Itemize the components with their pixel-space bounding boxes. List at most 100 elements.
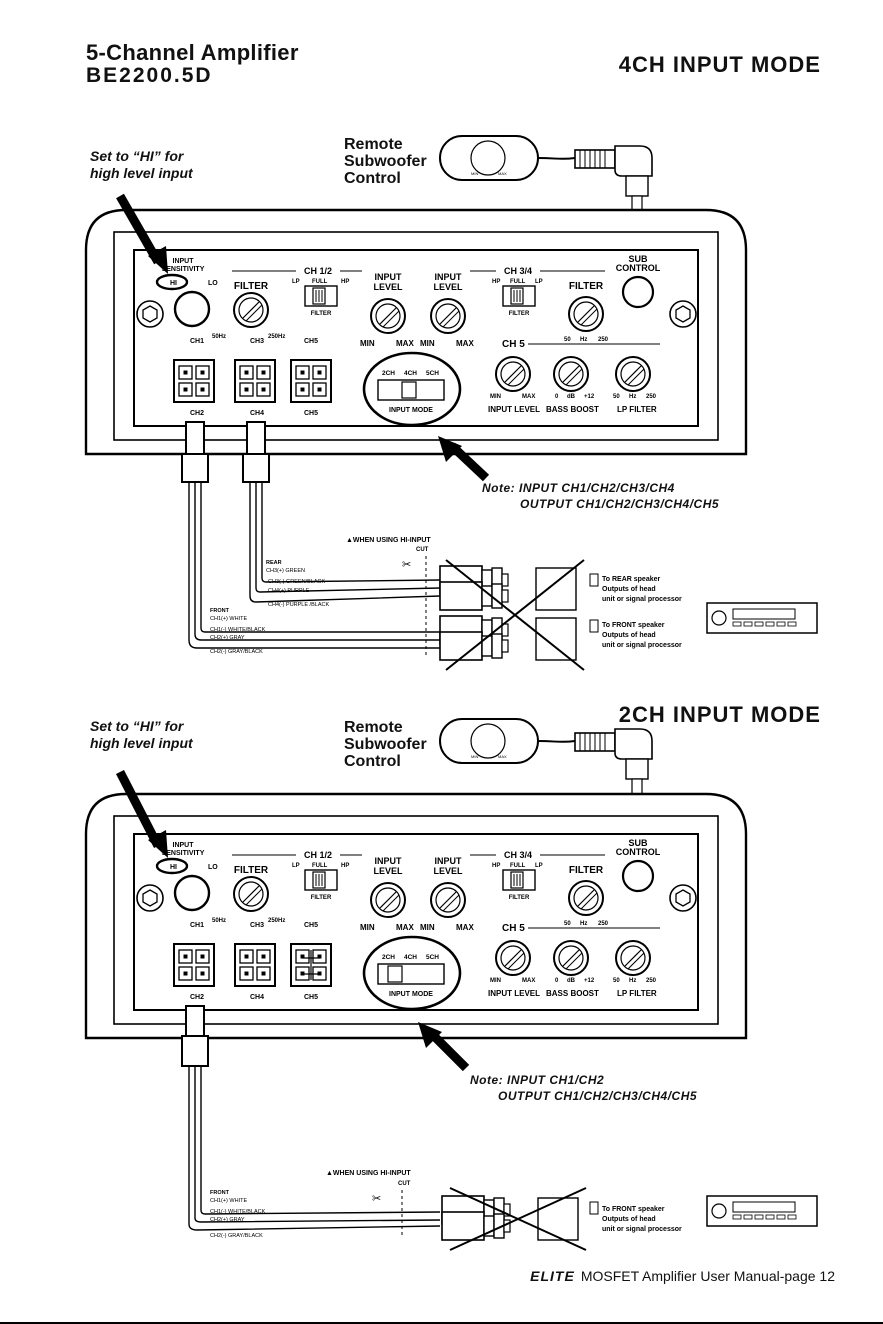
remote-control-2ch: MIN MAX: [439, 718, 653, 834]
remote-max-label: MAX: [498, 754, 507, 759]
hz250-label: 250Hz: [268, 334, 285, 340]
sub-control-label: SUB: [628, 838, 648, 848]
hz-row-label: Hz: [629, 978, 636, 984]
hz-row-label: 250: [598, 337, 609, 343]
hz50-label: 50Hz: [212, 918, 226, 924]
output-line: Outputs of head: [602, 632, 656, 639]
wire-label: CH2(+) GRAY: [210, 1217, 245, 1223]
ch34-label: CH 3/4: [504, 266, 532, 276]
hz-row-label: 250: [646, 978, 657, 984]
hz-row-label: Hz: [580, 337, 587, 343]
filter-label: FILTER: [569, 865, 604, 876]
remote-min-label: MIN: [471, 171, 478, 176]
section-2ch-diagram: MIN MAX INPUT SENSITIVITY HI LO FILTER 5…: [84, 718, 818, 1251]
output-line: unit or signal processor: [602, 642, 682, 649]
channel-label: CH5: [304, 338, 318, 345]
channel-label: CH4: [250, 410, 264, 417]
output-line: unit or signal processor: [602, 596, 682, 603]
mode-switch-option: 4CH: [404, 954, 417, 961]
hp-label: HP: [492, 863, 500, 869]
output-line: To REAR speaker: [602, 576, 660, 583]
mode-title-2ch: 2CH INPUT MODE: [618, 702, 821, 727]
channel-label: CH1: [190, 338, 204, 345]
input-level-label: INPUT: [435, 272, 463, 282]
wire-label: FRONT: [210, 608, 230, 614]
wire-label: REAR: [266, 560, 282, 566]
remote-label-line: Subwoofer: [344, 736, 427, 753]
input-level-label: INPUT: [375, 856, 403, 866]
scissors-icon: ✂: [372, 1193, 381, 1205]
ch34-label: CH 3/4: [504, 850, 532, 860]
callout-hi-4ch: Set to “HI” for high level input: [90, 148, 193, 182]
min-label: MIN: [490, 978, 501, 984]
output-line: To FRONT speaker: [602, 622, 665, 629]
bottom-label: LP FILTER: [617, 989, 657, 998]
mode-switch-highlight: [362, 351, 462, 427]
hz-row-label: Hz: [580, 921, 587, 927]
mode-title-4ch: 4CH INPUT MODE: [618, 52, 821, 77]
sensitivity-knob: [173, 874, 211, 912]
db-row-label: dB: [567, 394, 576, 400]
hi-label: HI: [170, 864, 177, 871]
full-label: FULL: [312, 279, 328, 285]
bottom-label: LP FILTER: [617, 405, 657, 414]
input-sensitivity-label: SENSITIVITY: [162, 266, 205, 273]
mode-switch-highlight: [362, 935, 462, 1011]
channel-label: CH5: [304, 994, 318, 1001]
hz-row-label: 50: [564, 337, 571, 343]
cut-label: CUT: [398, 1181, 411, 1187]
min-label: MIN: [420, 923, 435, 932]
output-label-rear: To REAR speaker Outputs of head unit or …: [602, 576, 682, 603]
wire-label: CH1(+) WHITE: [210, 616, 247, 622]
bottom-label: BASS BOOST: [546, 405, 599, 414]
mode-switch-option: 2CH: [382, 370, 395, 377]
channel-label: CH2: [190, 410, 204, 417]
input-level-label: INPUT: [375, 272, 403, 282]
lo-label: LO: [208, 864, 218, 871]
full-label: FULL: [312, 863, 328, 869]
filter-small-label: FILTER: [311, 311, 332, 317]
hp-label: HP: [492, 279, 500, 285]
note-4ch: Note: INPUT CH1/CH2/CH3/CH4 OUTPUT CH1/C…: [482, 480, 719, 512]
wire-label: FRONT: [210, 1190, 230, 1196]
output-label-front: To FRONT speaker Outputs of head unit or…: [602, 622, 682, 649]
cut-label: CUT: [416, 547, 429, 553]
section-4ch-diagram: MIN MAX INPUT SENSITIVITY HI LO FILTER: [84, 135, 818, 671]
max-label: MAX: [396, 923, 414, 932]
head-unit-icon: [706, 1195, 818, 1227]
hi-input-label: ▲WHEN USING HI-INPUT: [346, 537, 431, 544]
ch12-label: CH 1/2: [304, 266, 332, 276]
input-sensitivity-label: SENSITIVITY: [162, 850, 205, 857]
input-sensitivity-label: INPUT: [173, 842, 195, 849]
channel-label: CH5: [304, 922, 318, 929]
mode-switch-option: 5CH: [426, 370, 439, 377]
sub-control-label: CONTROL: [616, 847, 661, 857]
ch5-label: CH 5: [502, 339, 525, 350]
max-label: MAX: [456, 339, 474, 348]
input-level-label: LEVEL: [373, 282, 403, 292]
min-label: MIN: [360, 339, 375, 348]
lp-label: LP: [535, 863, 543, 869]
channel-label: CH3: [250, 338, 264, 345]
bottom-label: BASS BOOST: [546, 989, 599, 998]
remote-label-line: Remote: [344, 719, 403, 736]
sub-control-jack: [621, 275, 655, 309]
hz-row-label: 250: [598, 921, 609, 927]
ch5-label: CH 5: [502, 923, 525, 934]
wire-label: CH3(+) GREEN: [266, 568, 305, 574]
hz-row-label: 250: [646, 394, 657, 400]
bottom-label: INPUT LEVEL: [488, 989, 540, 998]
min-label: MIN: [360, 923, 375, 932]
min-label: MIN: [420, 339, 435, 348]
lo-label: LO: [208, 280, 218, 287]
lp-label: LP: [535, 279, 543, 285]
channel-label: CH1: [190, 922, 204, 929]
brand-logo: ELITE: [530, 1268, 575, 1284]
note-line: Note: INPUT CH1/CH2/CH3/CH4: [482, 481, 675, 495]
filter-label: FILTER: [234, 281, 269, 292]
lp-label: LP: [292, 863, 300, 869]
hp-label: HP: [341, 279, 349, 285]
min-label: MIN: [490, 394, 501, 400]
hi-label: HI: [170, 280, 177, 287]
